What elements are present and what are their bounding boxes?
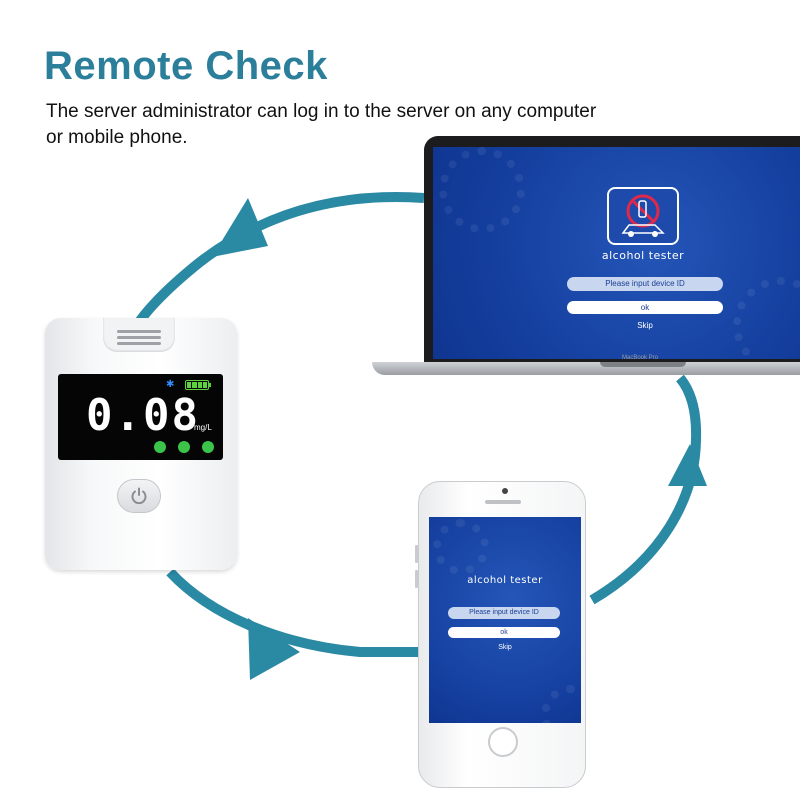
laptop-device-id-input[interactable]: Please input device ID [567,277,723,291]
app-logo-icon [607,187,679,245]
arrow-laptop-to-device [128,191,425,335]
breath-inlet [103,318,175,352]
phone-volume-up [415,545,418,563]
phone-volume-down [415,570,418,588]
status-led-3 [202,441,214,453]
laptop-base [372,362,800,375]
arrowhead-left [212,198,268,257]
reading-unit: mg/L [194,423,212,432]
laptop-skip-link[interactable]: Skip [637,321,653,330]
laptop-screen: alcohol tester Please input device ID ok… [433,147,800,359]
arrowheads [212,198,707,680]
page-title: Remote Check [44,44,328,88]
status-led-1 [154,441,166,453]
power-button[interactable] [117,479,161,513]
laptop-app-name: alcohol tester [601,249,685,262]
power-icon [131,487,147,505]
phone-skip-link[interactable]: Skip [498,644,512,651]
laptop-notch [600,362,686,367]
phone-device-id-input[interactable]: Please input device ID [448,607,560,619]
arrowhead-bottom [248,618,300,680]
alcohol-reading: 0.08 [86,390,200,441]
device-display: ✱ 0.08 mg/L [58,374,223,460]
status-led-2 [178,441,190,453]
arrow-phone-to-laptop [589,374,702,605]
laptop-ok-button[interactable]: ok [567,301,723,314]
phone-home-button [488,727,518,757]
phone-app-name: alcohol tester [467,575,543,586]
phone-screen: alcohol tester Please input device ID ok… [429,517,581,723]
bluetooth-icon: ✱ [166,379,175,390]
phone-camera-icon [502,488,508,494]
phone-ok-button[interactable]: ok [448,627,560,638]
arrow-device-to-phone [166,568,420,657]
page-subtitle: The server administrator can log in to t… [46,101,597,148]
battery-icon [185,380,211,390]
arrowhead-right [668,444,707,486]
phone-speaker [485,500,521,504]
laptop-brand-label: MacBook Pro [621,355,658,361]
